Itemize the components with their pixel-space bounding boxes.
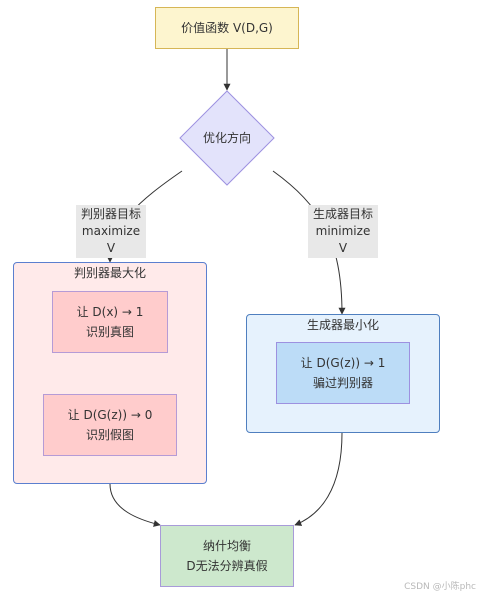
discriminator-goal-line2: maximize V <box>81 224 141 255</box>
generator-fool-line2: 骗过判别器 <box>312 376 373 390</box>
discriminator-real-line2: 识别真图 <box>85 325 134 339</box>
generator-goal-label: 生成器目标 minimize V <box>308 205 378 258</box>
discriminator-real-line1: 让 D(x) → 1 <box>76 305 144 319</box>
generator-fool-node: 让 D(G(z)) → 1 骗过判别器 <box>276 342 410 404</box>
edge-generator-to-nash <box>294 432 343 526</box>
generator-goal-line2: minimize V <box>315 224 371 255</box>
discriminator-goal-label: 判别器目标 maximize V <box>76 205 146 258</box>
edge-discriminator-to-nash <box>109 483 161 527</box>
value-function-node: 价值函数 V(D,G) <box>155 7 299 49</box>
discriminator-goal-line1: 判别器目标 <box>80 207 141 221</box>
watermark: CSDN @小陈phc <box>404 582 476 592</box>
nash-equilibrium-line1: 纳什均衡 <box>202 539 251 553</box>
nash-equilibrium-line2: D无法分辨真假 <box>186 559 268 573</box>
generator-fool-line1: 让 D(G(z)) → 1 <box>300 356 386 370</box>
nash-equilibrium-node: 纳什均衡 D无法分辨真假 <box>160 525 294 587</box>
generator-goal-line1: 生成器目标 <box>312 207 373 221</box>
discriminator-real-node: 让 D(x) → 1 识别真图 <box>52 291 168 353</box>
optimize-direction-label: 优化方向 <box>202 131 251 145</box>
discriminator-fake-line1: 让 D(G(z)) → 0 <box>67 408 153 422</box>
discriminator-cluster-title: 判别器最大化 <box>73 266 146 280</box>
value-function-label: 价值函数 V(D,G) <box>181 21 273 35</box>
discriminator-fake-node: 让 D(G(z)) → 0 识别假图 <box>43 394 177 456</box>
generator-cluster-title: 生成器最小化 <box>306 318 379 332</box>
optimize-direction-diamond <box>179 90 275 186</box>
discriminator-fake-line2: 识别假图 <box>85 428 134 442</box>
